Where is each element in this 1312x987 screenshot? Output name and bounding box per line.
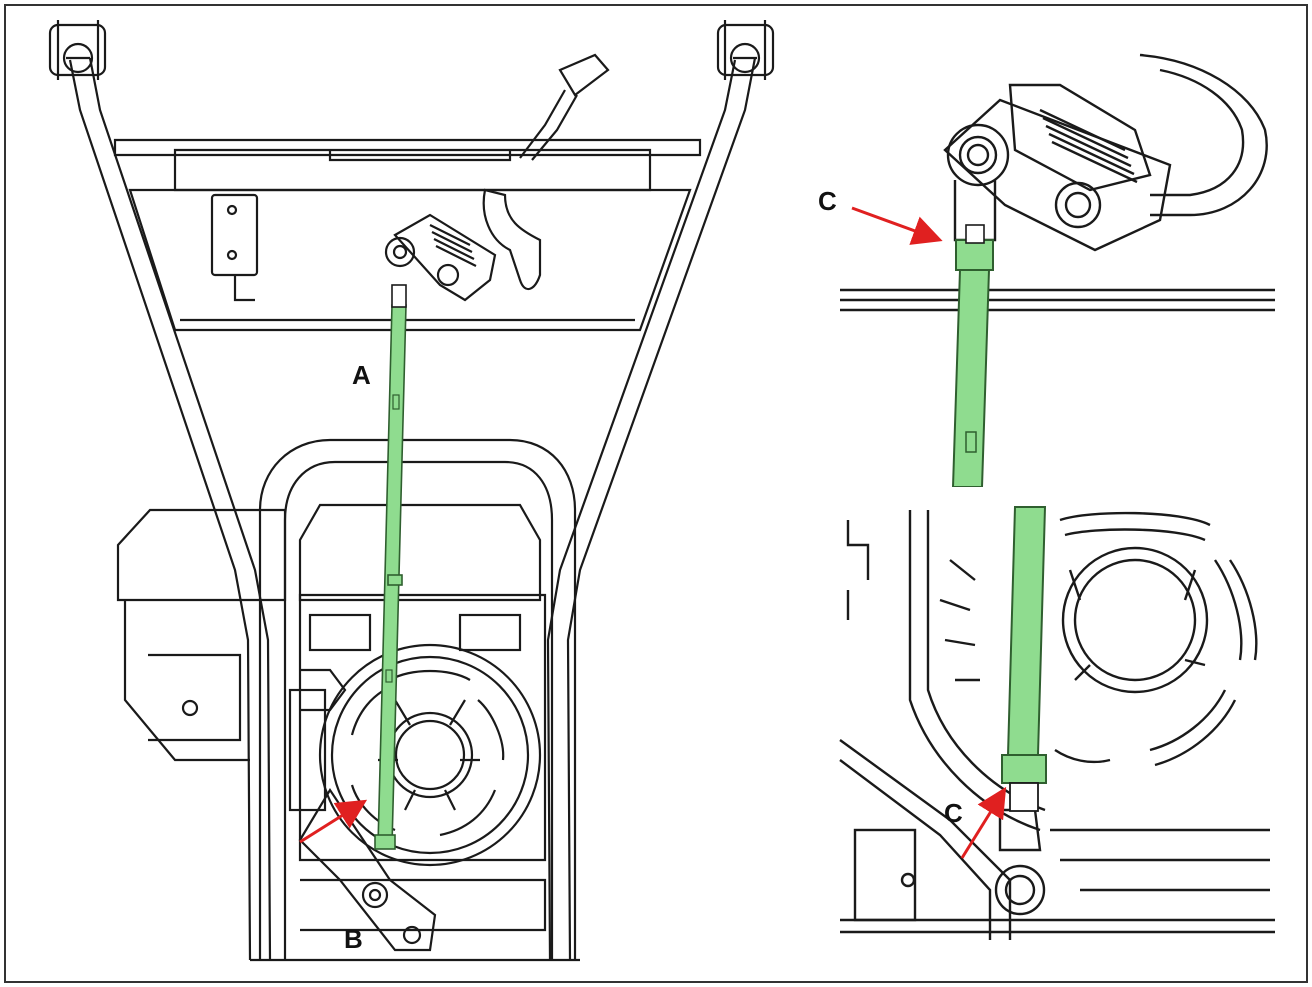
detail-top-rod: [951, 224, 994, 488]
callout-c-bottom: C: [944, 798, 963, 828]
lower-lever: [298, 787, 437, 952]
handle-right: [546, 59, 737, 961]
detail-bottom-rod: [1001, 506, 1047, 812]
arrow-top-detail: [851, 206, 943, 245]
main-view: [48, 20, 775, 962]
callout-c-top: C: [818, 186, 837, 216]
roll-cage: [250, 438, 580, 962]
detail-bottom: [839, 510, 1275, 940]
engine: [116, 503, 547, 932]
arrow-main: [299, 799, 368, 844]
throttle-rod: [374, 284, 407, 850]
recoil-starter: [318, 643, 542, 867]
control-panel: [113, 138, 702, 332]
detail-top-mask-edge: [838, 487, 1278, 505]
detail-top: [840, 53, 1275, 312]
arrow-bottom-detail: [960, 786, 1007, 859]
shift-lever: [482, 53, 610, 291]
grip-left: [48, 20, 107, 80]
callout-a: A: [352, 360, 371, 390]
handle-left: [68, 59, 252, 961]
grip-right: [716, 20, 775, 80]
upper-linkage: [384, 213, 497, 302]
callout-b: B: [344, 924, 363, 954]
figure-border: [4, 4, 1308, 983]
